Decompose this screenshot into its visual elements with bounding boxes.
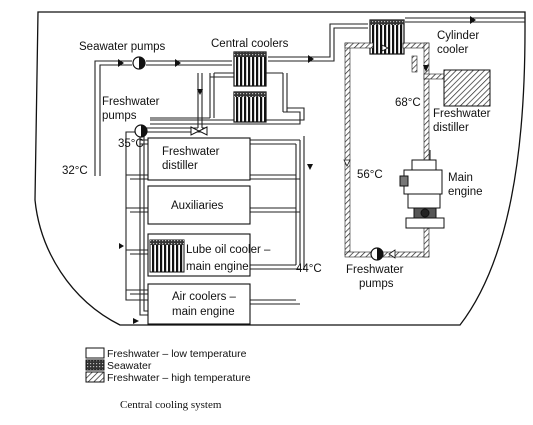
label-main-engine-2: engine — [448, 186, 483, 198]
label-seawater-pumps: Seawater pumps — [79, 41, 166, 53]
box-fw-distiller-line1: Freshwater — [162, 146, 220, 158]
box-fw-distiller-line2: distiller — [162, 160, 198, 172]
label-temp-56: 56°C — [357, 169, 383, 181]
freshwater-pump-left-icon — [134, 124, 148, 138]
label-fw-pumps-left-1: Freshwater — [102, 96, 160, 108]
central-cooler-1 — [233, 51, 267, 87]
main-engine-icon — [399, 150, 445, 229]
label-fw-pumps-left-2: pumps — [102, 110, 137, 122]
freshwater-pump-bottom-icon — [370, 247, 384, 261]
box-air-coolers-line2: main engine — [172, 306, 235, 318]
box-air-coolers: Air coolers – main engine — [147, 283, 251, 325]
box-auxiliaries-label: Auxiliaries — [171, 200, 224, 212]
label-fw-distiller-right-2: distiller — [433, 122, 469, 134]
legend-fw-low: Freshwater – low temperature — [107, 348, 247, 360]
label-temp-44: 44°C — [296, 263, 322, 275]
legend-swatch-seawater — [85, 359, 105, 371]
seawater-pump-icon — [132, 56, 146, 70]
label-fw-pumps-bottom-2: pumps — [359, 278, 394, 290]
hull-outline — [34, 11, 526, 326]
legend-fw-high: Freshwater – high temperature — [107, 372, 251, 384]
label-fw-distiller-right-1: Freshwater — [433, 108, 491, 120]
label-central-coolers: Central coolers — [211, 38, 289, 50]
fw-low-temp-circuit — [125, 72, 305, 316]
legend-swatch-fw-high — [85, 371, 105, 383]
legend: Freshwater – low temperature Seawater Fr… — [85, 347, 251, 384]
label-temp-32: 32°C — [62, 165, 88, 177]
fw-high-temp-circuit — [344, 42, 445, 258]
box-air-coolers-line1: Air coolers – — [172, 291, 237, 303]
box-freshwater-distiller: Freshwater distiller — [147, 137, 251, 181]
valve-icon — [190, 126, 208, 136]
figure-caption: Central cooling system — [120, 399, 222, 411]
label-fw-pumps-bottom-1: Freshwater — [346, 264, 404, 276]
central-cooler-2 — [233, 91, 267, 123]
box-lube-oil-cooler: Lube oil cooler – main engine — [147, 233, 271, 277]
fw-high-arrows — [343, 44, 429, 259]
label-temp-68: 68°C — [395, 97, 421, 109]
box-auxiliaries: Auxiliaries — [147, 185, 251, 225]
box-lube-oil-line1: Lube oil cooler – — [186, 244, 271, 256]
flow-arrows — [118, 16, 476, 67]
freshwater-distiller-right — [443, 69, 491, 107]
legend-seawater: Seawater — [107, 360, 152, 372]
legend-swatch-fw-low — [85, 347, 105, 359]
label-temp-35: 35°C — [118, 138, 144, 150]
box-lube-oil-line2: main engine — [186, 261, 249, 273]
label-cylinder-cooler-1: Cylinder — [437, 30, 479, 42]
label-main-engine-1: Main — [448, 172, 473, 184]
label-cylinder-cooler-2: cooler — [437, 44, 468, 56]
